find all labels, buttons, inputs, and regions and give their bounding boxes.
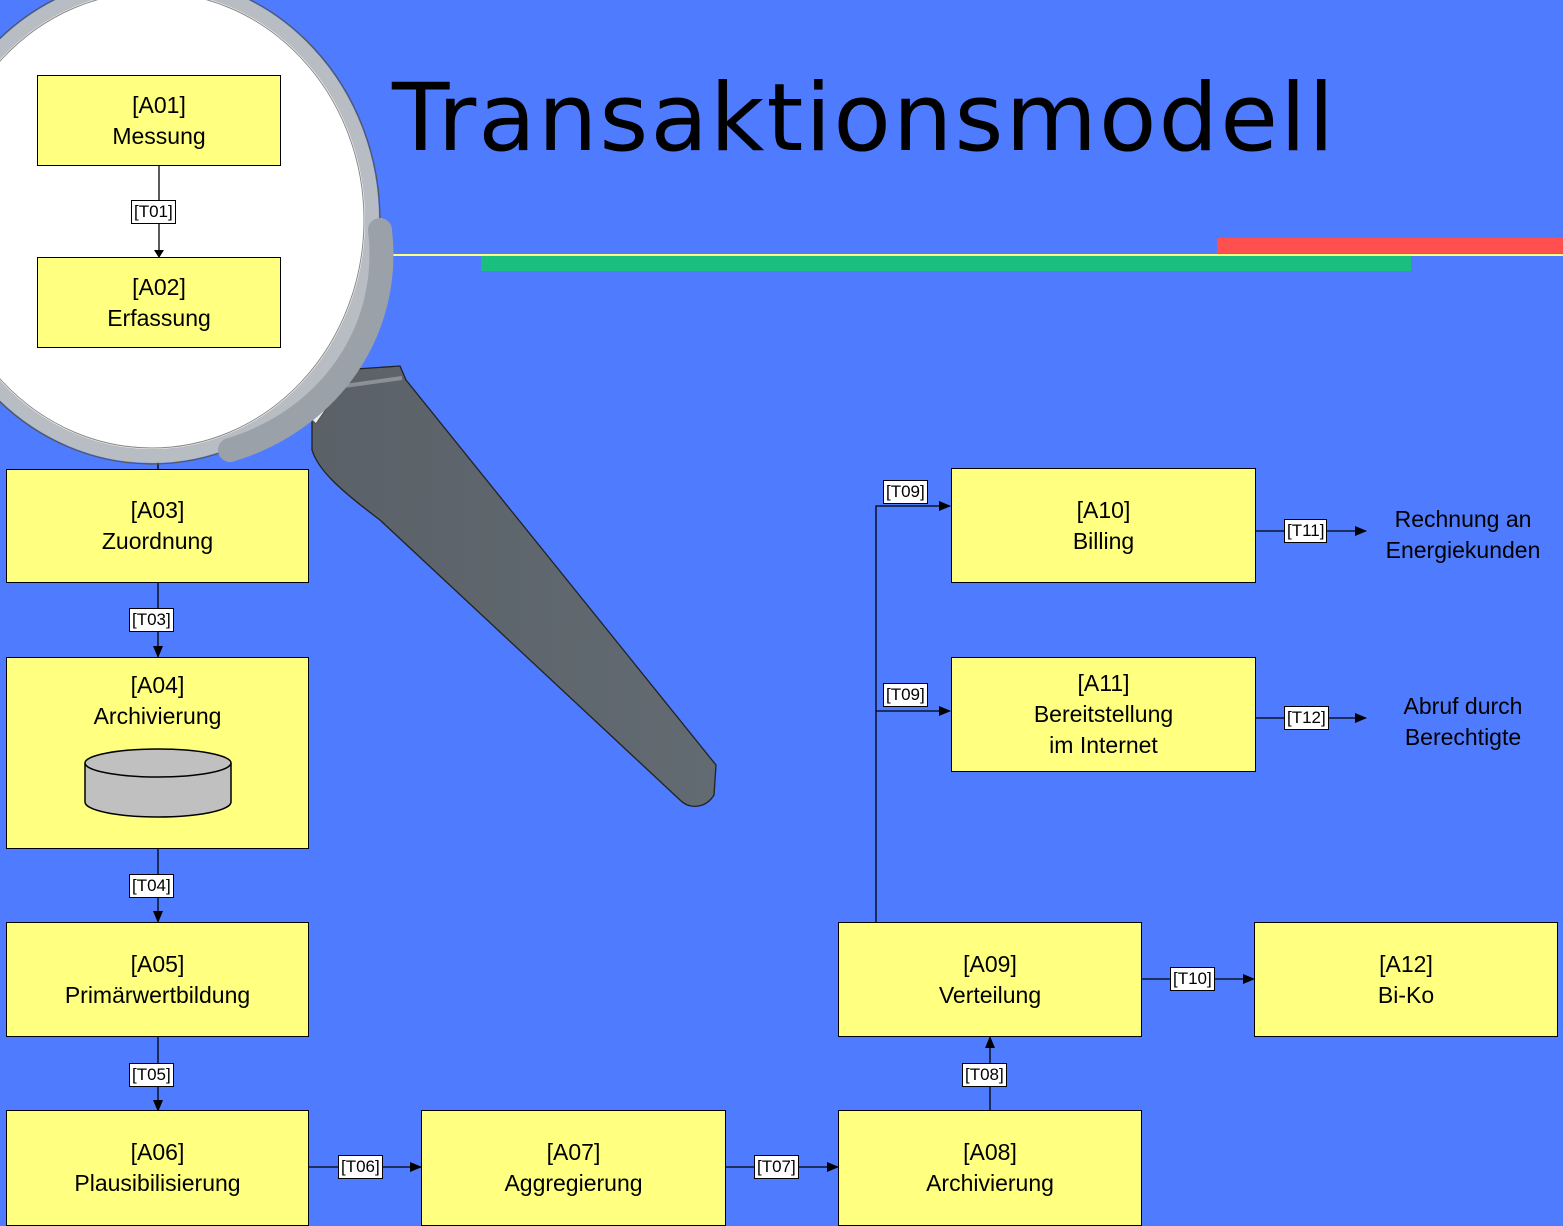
box-a08-archivierung: [A08] Archivierung xyxy=(838,1110,1142,1226)
box-label: Archivierung xyxy=(926,1170,1054,1196)
box-label: Plausibilisierung xyxy=(74,1170,241,1196)
external-line1: Abruf durch xyxy=(1403,693,1523,719)
box-label: Zuordnung xyxy=(101,528,214,554)
box-a10-billing: [A10] Billing xyxy=(951,468,1256,583)
transition-t09-internet: [T09] xyxy=(883,683,928,707)
box-a09-verteilung: [A09] Verteilung xyxy=(838,922,1142,1037)
transition-t07: [T07] xyxy=(754,1155,799,1179)
database-cylinder-icon xyxy=(83,748,232,818)
divider-line xyxy=(300,254,1563,256)
box-label: Erfassung xyxy=(107,304,211,331)
box-label: Archivierung xyxy=(93,703,222,729)
box-label: Bereitstellung xyxy=(1033,701,1174,727)
external-rechnung: Rechnung an Energiekunden xyxy=(1378,504,1548,566)
transition-t10: [T10] xyxy=(1170,967,1215,991)
transition-t01: [T01] xyxy=(131,200,176,224)
box-a07-aggregierung: [A07] Aggregierung xyxy=(421,1110,726,1226)
box-label: Bi-Ko xyxy=(1377,981,1435,1008)
external-line2: Energiekunden xyxy=(1385,537,1541,563)
box-a06-plausibilisierung: [A06] Plausibilisierung xyxy=(6,1110,309,1226)
transition-t06: [T06] xyxy=(338,1155,383,1179)
box-a01-messung: [A01] Messung xyxy=(37,75,281,166)
box-id: [A06] xyxy=(130,1139,185,1165)
transition-t08: [T08] xyxy=(962,1063,1007,1087)
box-label: Primärwertbildung xyxy=(64,981,251,1008)
box-id: [A07] xyxy=(546,1139,601,1165)
box-a02-erfassung: [A02] Erfassung xyxy=(37,257,281,348)
box-label: Billing xyxy=(1072,527,1135,554)
box-a04-archivierung: [A04] Archivierung xyxy=(6,657,309,849)
transition-t12: [T12] xyxy=(1284,706,1329,730)
external-line2: Berechtigte xyxy=(1404,724,1522,750)
box-id: [A03] xyxy=(130,497,185,523)
box-id: [A01] xyxy=(132,91,186,118)
box-id: [A10] xyxy=(1076,496,1131,523)
transition-t11: [T11] xyxy=(1284,519,1328,543)
box-label: Aggregierung xyxy=(504,1170,643,1196)
box-id: [A04] xyxy=(130,672,185,698)
box-a03-zuordnung: [A03] Zuordnung xyxy=(6,469,309,583)
transition-t05: [T05] xyxy=(129,1063,174,1087)
box-a11-bereitstellung: [A11] Bereitstellung im Internet xyxy=(951,657,1256,772)
transition-t09-billing: [T09] xyxy=(883,480,928,504)
transition-t03: [T03] xyxy=(129,608,174,632)
page-title: Transaktionsmodell xyxy=(392,64,1337,173)
box-id: [A02] xyxy=(132,273,186,300)
box-id: [A09] xyxy=(963,950,1017,977)
external-line1: Rechnung an xyxy=(1394,506,1532,532)
box-label-line2: im Internet xyxy=(1049,732,1158,758)
red-accent-bar xyxy=(1217,238,1563,253)
box-a05-primaerwertbildung: [A05] Primärwertbildung xyxy=(6,922,309,1037)
green-accent-bar xyxy=(481,256,1411,271)
box-id: [A12] xyxy=(1379,950,1433,977)
external-abruf: Abruf durch Berechtigte xyxy=(1378,691,1548,753)
box-id: [A05] xyxy=(130,950,185,977)
box-label: Verteilung xyxy=(938,981,1042,1008)
box-label: Messung xyxy=(112,122,206,149)
box-a12-biko: [A12] Bi-Ko xyxy=(1254,922,1558,1037)
box-id: [A08] xyxy=(963,1139,1017,1165)
transition-t04: [T04] xyxy=(129,874,174,898)
box-id: [A11] xyxy=(1077,670,1130,696)
